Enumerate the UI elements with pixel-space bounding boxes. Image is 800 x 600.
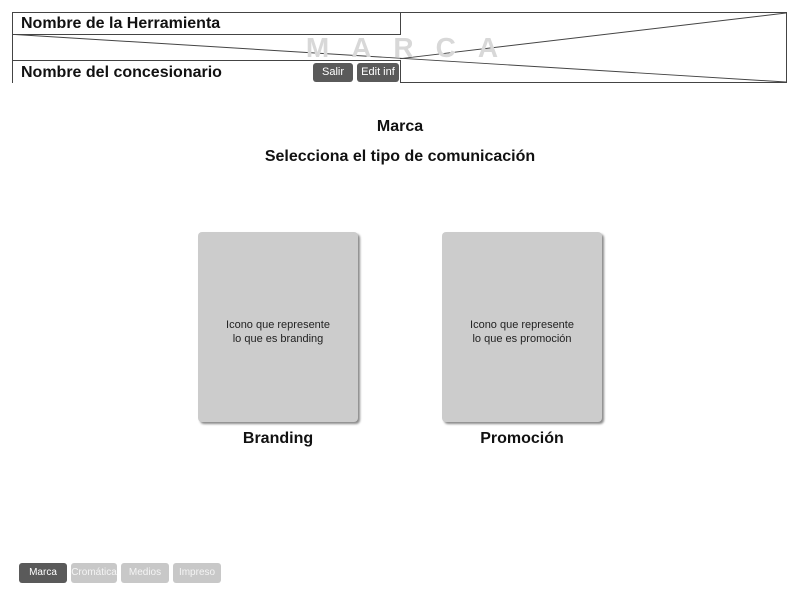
tab-impreso[interactable]: Impreso: [173, 563, 221, 583]
brand-title: Marca: [376, 118, 424, 135]
branding-icon-placeholder: Icono que represente lo que es branding: [198, 318, 358, 346]
branding-option-card[interactable]: Icono que represente lo que es branding: [198, 232, 358, 422]
promotion-label[interactable]: Promoción: [480, 430, 564, 447]
edit-info-button[interactable]: Edit inf: [357, 63, 399, 82]
promotion-icon-placeholder: Icono que represente lo que es promoción: [442, 318, 602, 346]
placeholder-text-line: lo que es branding: [232, 333, 324, 345]
placeholder-text-line: Icono que represente: [226, 319, 330, 331]
tab-medios[interactable]: Medios: [121, 563, 169, 583]
header-banner-placeholder: [13, 13, 786, 82]
tool-name: Nombre de la Herramienta: [13, 13, 401, 35]
tab-cromatica[interactable]: Cromática: [71, 563, 117, 583]
brand-watermark: MARCA: [305, 35, 521, 61]
exit-button[interactable]: Salir: [313, 63, 353, 82]
promotion-option-card[interactable]: Icono que represente lo que es promoción: [442, 232, 602, 422]
page-prompt: Selecciona el tipo de comunicación: [264, 148, 536, 165]
dealer-bar: Nombre del concesionario Salir Edit inf: [13, 60, 401, 83]
branding-label[interactable]: Branding: [242, 430, 314, 447]
placeholder-text-line: Icono que represente: [470, 319, 574, 331]
header: MARCA Nombre de la Herramienta Nombre de…: [12, 12, 787, 83]
dealer-name: Nombre del concesionario: [21, 64, 222, 81]
placeholder-text-line: lo que es promoción: [472, 333, 572, 345]
tab-marca[interactable]: Marca: [19, 563, 67, 583]
